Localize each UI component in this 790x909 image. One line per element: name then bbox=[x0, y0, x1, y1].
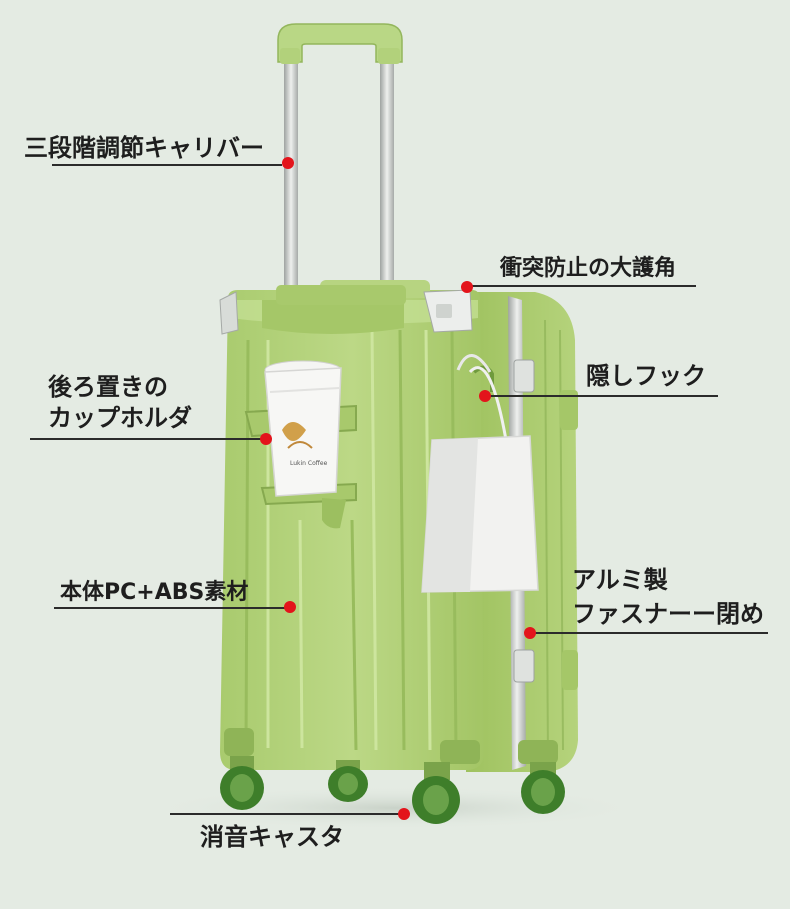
callout-handle-dot bbox=[282, 157, 294, 169]
callout-cup-dot bbox=[260, 433, 272, 445]
callout-frame-dot bbox=[524, 627, 536, 639]
callout-corner-line bbox=[472, 285, 696, 287]
coffee-cup bbox=[264, 360, 342, 497]
callout-cup-label-line1: 後ろ置きの bbox=[48, 373, 168, 401]
frame-lock-upper bbox=[513, 359, 535, 393]
callout-material-dot bbox=[284, 601, 296, 613]
corner-guard-top-right bbox=[423, 289, 473, 333]
callout-frame-line bbox=[532, 632, 768, 634]
callout-wheels-label: 消音キャスタ bbox=[200, 823, 344, 851]
corner-guard-top-left bbox=[219, 291, 239, 335]
callout-corner-dot bbox=[461, 281, 473, 293]
wheel-front-center bbox=[412, 762, 460, 824]
wheel-back-left bbox=[220, 756, 264, 810]
wheel-front-right bbox=[521, 762, 565, 814]
callout-frame-label-line2: ファスナーー閉め bbox=[572, 600, 764, 628]
callout-hook-label: 隠しフック bbox=[586, 362, 706, 390]
top-carry-handle bbox=[262, 300, 404, 334]
callout-cup-line bbox=[30, 438, 264, 440]
callout-wheels-dot bbox=[398, 808, 410, 820]
callout-cup-label-line2: カップホルダ bbox=[48, 404, 192, 432]
callout-handle-line bbox=[52, 164, 282, 166]
floor-shadow bbox=[145, 786, 645, 830]
callout-frame-label-line1: アルミ製 bbox=[572, 566, 668, 594]
callout-material-line bbox=[54, 607, 286, 609]
callout-handle-label: 三段階調節キャリバー bbox=[24, 134, 264, 162]
caster-wheels bbox=[220, 756, 565, 824]
shopping-bag bbox=[421, 354, 539, 593]
foot-left bbox=[224, 728, 254, 756]
callout-material-label: 本体PC+ABS素材 bbox=[60, 580, 249, 605]
foot-right bbox=[518, 740, 558, 764]
foot-center bbox=[440, 740, 480, 764]
side-handle-upper bbox=[560, 390, 578, 430]
frame-lock-lower bbox=[513, 649, 535, 683]
telescopic-handle bbox=[277, 23, 403, 335]
wheel-back-center bbox=[328, 760, 368, 802]
cup-brand-text: Lukin Coffee bbox=[290, 460, 328, 467]
callout-hook-line bbox=[488, 395, 718, 397]
side-handle-lower bbox=[562, 650, 578, 690]
callout-corner-label: 衝突防止の大護角 bbox=[500, 256, 677, 281]
callout-hook-dot bbox=[479, 390, 491, 402]
callout-wheels-line bbox=[170, 813, 404, 815]
